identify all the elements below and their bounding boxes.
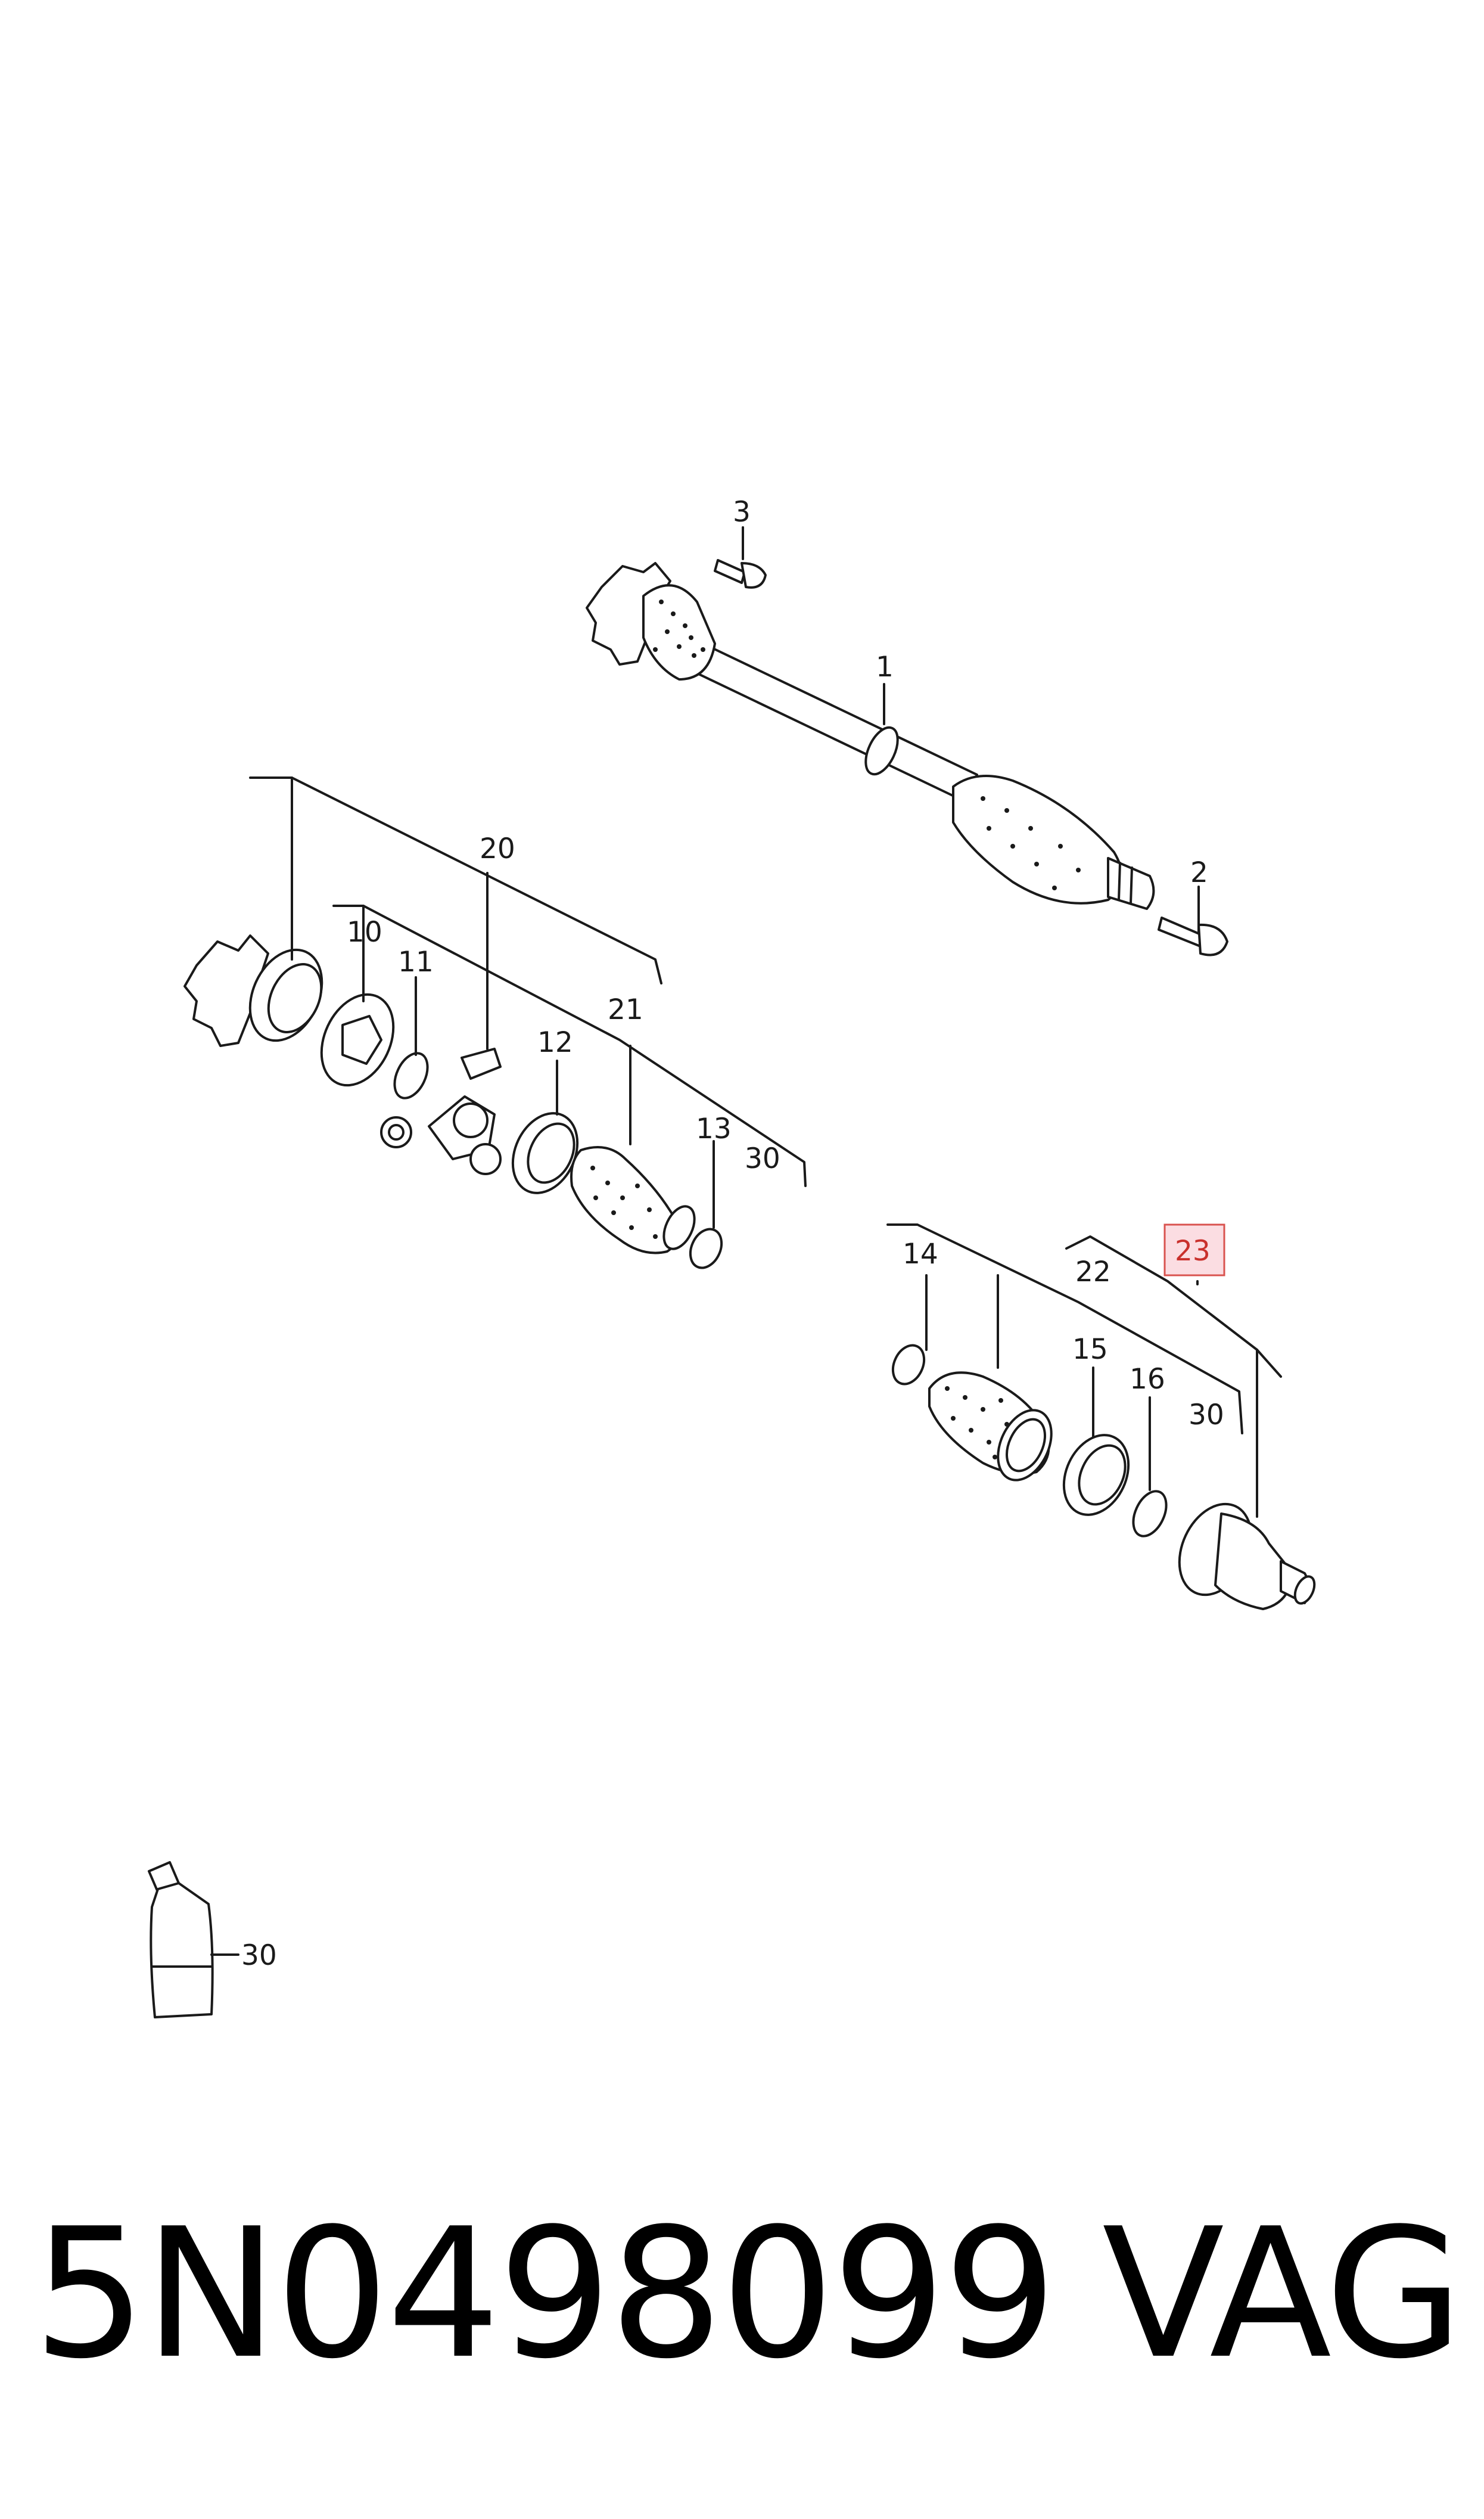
bolt-2	[1158, 917, 1228, 956]
clamp-15	[1062, 1434, 1130, 1516]
clamp-14	[891, 1344, 926, 1386]
drive-shaft-assembly	[586, 562, 1155, 910]
callout-14: 14	[903, 1238, 938, 1271]
callout-3: 3	[733, 496, 751, 529]
outer-cv-joint-23	[1178, 1502, 1316, 1610]
roller-set	[380, 1048, 502, 1175]
bolt-3	[714, 559, 767, 589]
boot-22	[928, 1371, 1053, 1481]
highlight-box-23	[1163, 1223, 1225, 1276]
circlip-11	[393, 1052, 429, 1099]
clamp-12	[511, 1112, 579, 1194]
callout-15: 15	[1072, 1333, 1108, 1366]
callout-13: 13	[696, 1113, 732, 1145]
leader-lines	[210, 526, 1282, 1956]
callout-12: 12	[537, 1026, 573, 1059]
callout-22: 22	[1075, 1256, 1111, 1288]
callout-30-outer: 30	[1189, 1399, 1224, 1431]
boot-21	[570, 1146, 696, 1254]
callout-30-inner: 30	[745, 1142, 780, 1175]
callout-20: 20	[480, 833, 515, 865]
clamp-13	[689, 1228, 723, 1269]
callout-11: 11	[398, 946, 434, 979]
callout-2: 2	[1190, 856, 1208, 889]
callout-16: 16	[1130, 1363, 1165, 1396]
part-number: 5N0498099	[33, 2190, 1057, 2398]
brand-name: VAG	[1102, 2190, 1463, 2398]
circlip-16	[1132, 1490, 1168, 1538]
callout-23: 23	[1175, 1235, 1211, 1268]
callout-30-grease: 30	[241, 1939, 277, 1972]
tripod-spider-10	[320, 993, 395, 1087]
inner-joint-housing	[183, 934, 323, 1047]
grease-tube	[148, 1861, 214, 2018]
callout-10: 10	[347, 916, 382, 949]
callout-1: 1	[876, 651, 894, 684]
callout-21: 21	[608, 993, 643, 1026]
